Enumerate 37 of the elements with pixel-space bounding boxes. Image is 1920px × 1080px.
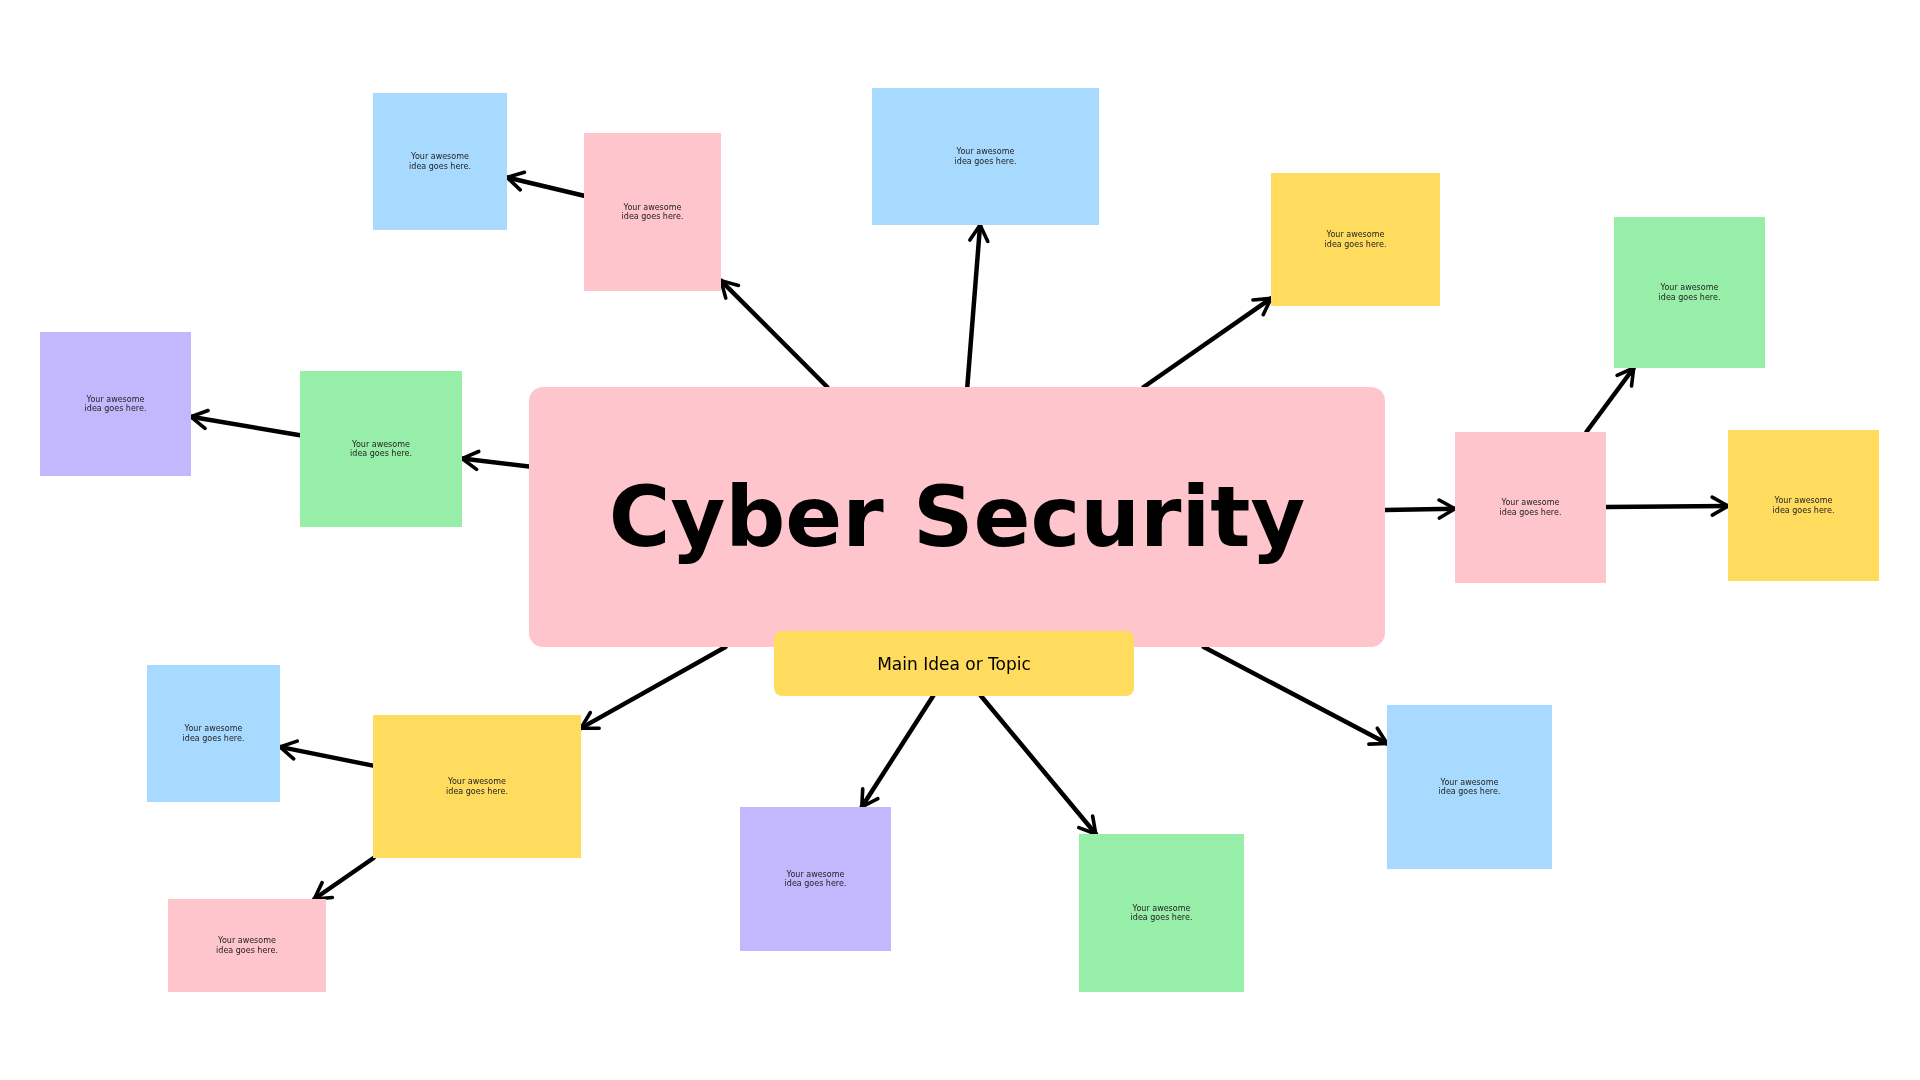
idea-text: Your awesome idea goes here.: [1129, 903, 1194, 923]
idea-text: Your awesome idea goes here.: [408, 152, 472, 171]
idea-text: Your awesome idea goes here.: [620, 202, 685, 222]
sticky-note: [373, 715, 581, 858]
sticky-note: [300, 371, 462, 527]
arrow: [312, 855, 376, 902]
sticky-note: [1271, 173, 1440, 306]
sticky-note: [872, 88, 1099, 225]
arrow: [978, 693, 1099, 837]
sticky-note: [1079, 834, 1244, 992]
idea-text: Your awesome idea goes here.: [181, 724, 246, 743]
subtitle-text: Main Idea or Topic: [877, 653, 1031, 674]
sticky-note: [168, 899, 326, 992]
idea-text: Your awesome idea goes here.: [1437, 777, 1502, 797]
idea-text: Your awesome idea goes here.: [349, 439, 413, 459]
idea-text: Your awesome idea goes here.: [1771, 496, 1836, 515]
sticky-note: [373, 93, 507, 230]
idea-text: Your awesome idea goes here.: [1657, 283, 1722, 302]
sticky-note: [40, 332, 191, 476]
sticky-note: [584, 133, 721, 291]
sticky-note: [1728, 430, 1879, 581]
sticky-note: [1614, 217, 1765, 368]
arrow: [859, 693, 936, 810]
sticky-note: [1387, 705, 1552, 869]
topic-title: Cyber Security: [608, 468, 1306, 566]
subtitle-box: [774, 631, 1134, 696]
idea-text: Your awesome idea goes here.: [953, 147, 1018, 166]
idea-text: Your awesome idea goes here.: [783, 869, 848, 889]
central-topic-box: [529, 387, 1385, 647]
sticky-note: [740, 807, 891, 951]
idea-text: Your awesome idea goes here.: [1498, 498, 1563, 517]
idea-text: Your awesome idea goes here.: [1323, 230, 1388, 249]
sticky-note: [1455, 432, 1606, 583]
idea-text: Your awesome idea goes here.: [445, 777, 509, 796]
idea-text: Your awesome idea goes here.: [83, 394, 148, 414]
idea-text: Your awesome idea goes here.: [215, 936, 279, 955]
sticky-note: [147, 665, 280, 802]
